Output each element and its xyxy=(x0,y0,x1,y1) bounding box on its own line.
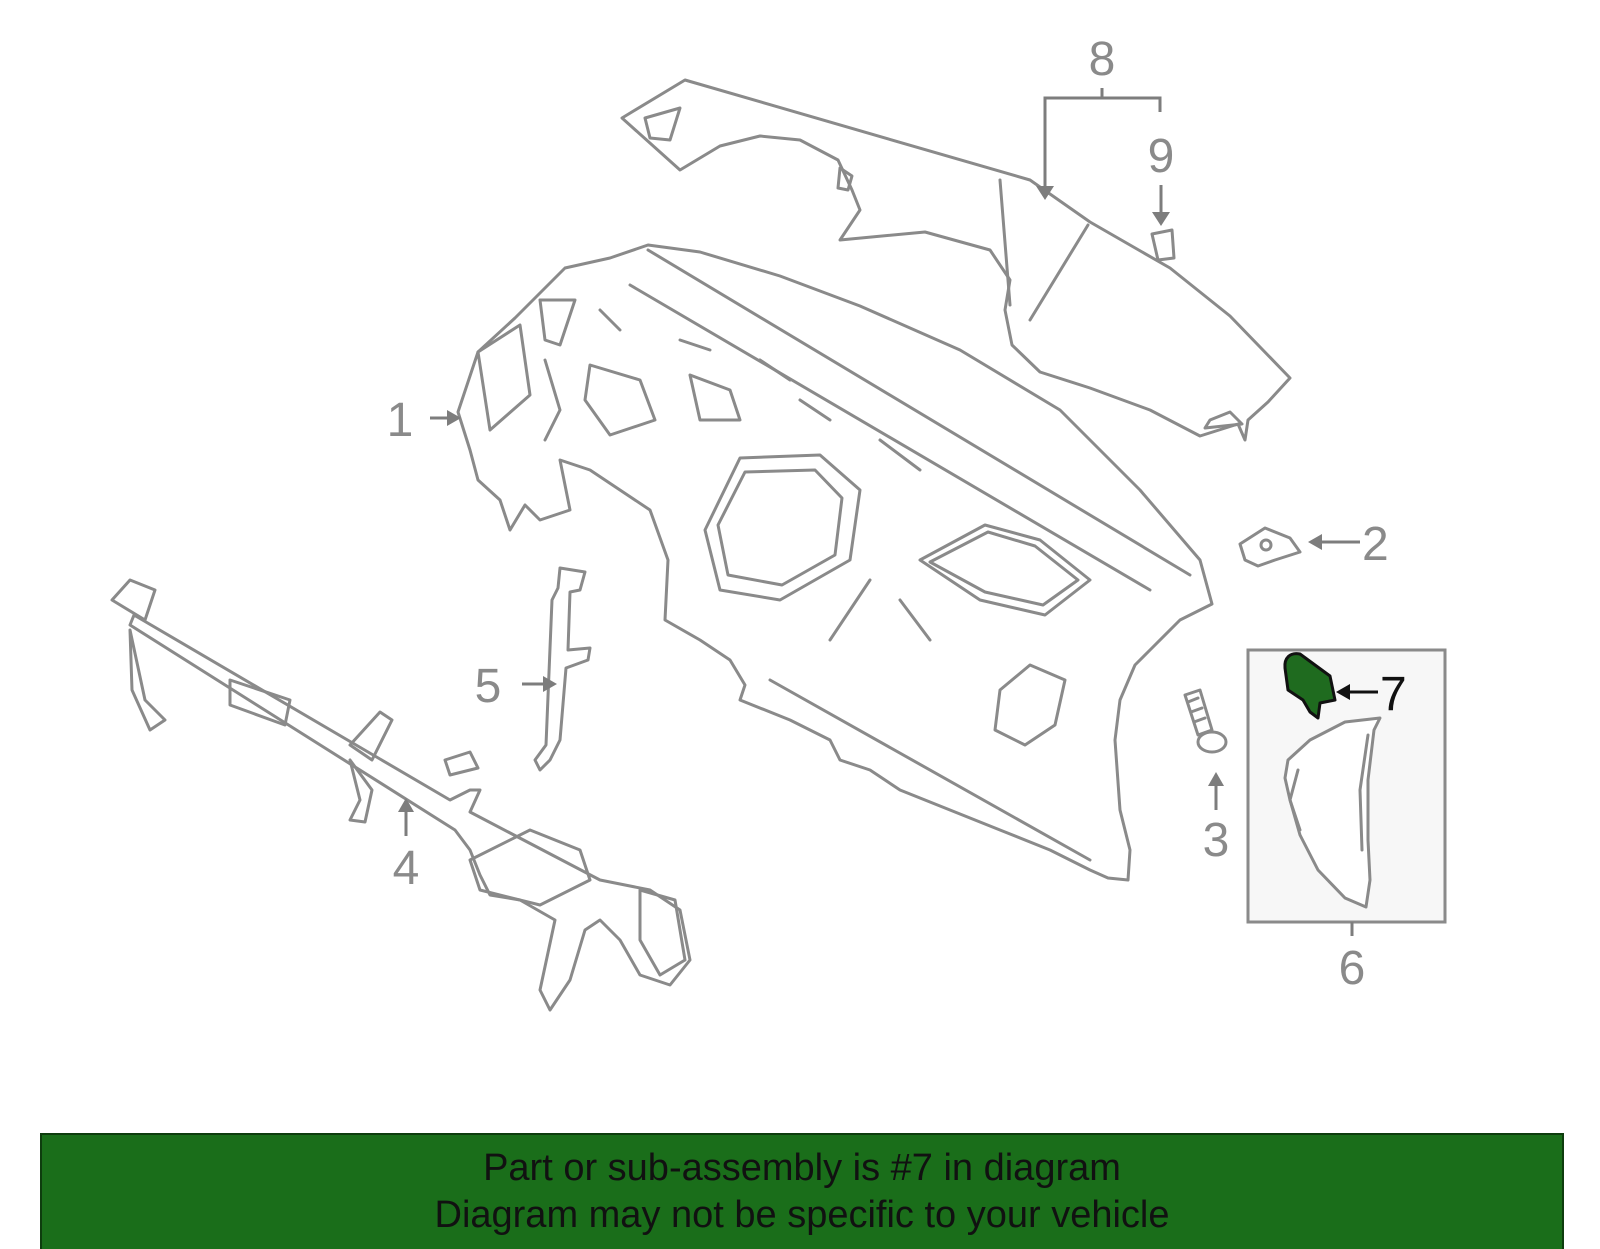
callout-8: 8 xyxy=(1089,33,1116,86)
part-3-screw xyxy=(1183,688,1228,754)
callout-4: 4 xyxy=(393,842,420,895)
callout-3: 3 xyxy=(1203,814,1230,867)
part-5-support-bracket xyxy=(533,566,592,772)
banner-line-part-number: Part or sub-assembly is #7 in diagram xyxy=(483,1147,1121,1189)
callout-7: 7 xyxy=(1380,668,1407,721)
part-8-upper-trim-panel xyxy=(620,78,1292,442)
callout-6: 6 xyxy=(1339,942,1366,995)
part-info-banner: Part or sub-assembly is #7 in diagram Di… xyxy=(40,1133,1564,1249)
callout-2: 2 xyxy=(1362,518,1389,571)
part-9-clip xyxy=(1150,228,1176,262)
callout-5: 5 xyxy=(475,660,502,713)
parts-diagram: 8 9 1 2 3 4 5 6 7 xyxy=(110,33,1447,1012)
callout-1: 1 xyxy=(387,394,414,447)
part-4-crosscar-beam xyxy=(110,578,692,1012)
banner-line-disclaimer: Diagram may not be specific to your vehi… xyxy=(434,1194,1170,1236)
callout-9: 9 xyxy=(1148,130,1175,183)
part-7-highlighted-clip xyxy=(1283,652,1337,720)
part-1-instrument-panel xyxy=(456,243,1214,882)
part-2-bracket xyxy=(1238,526,1302,568)
callout-8-bracket xyxy=(1043,88,1162,190)
